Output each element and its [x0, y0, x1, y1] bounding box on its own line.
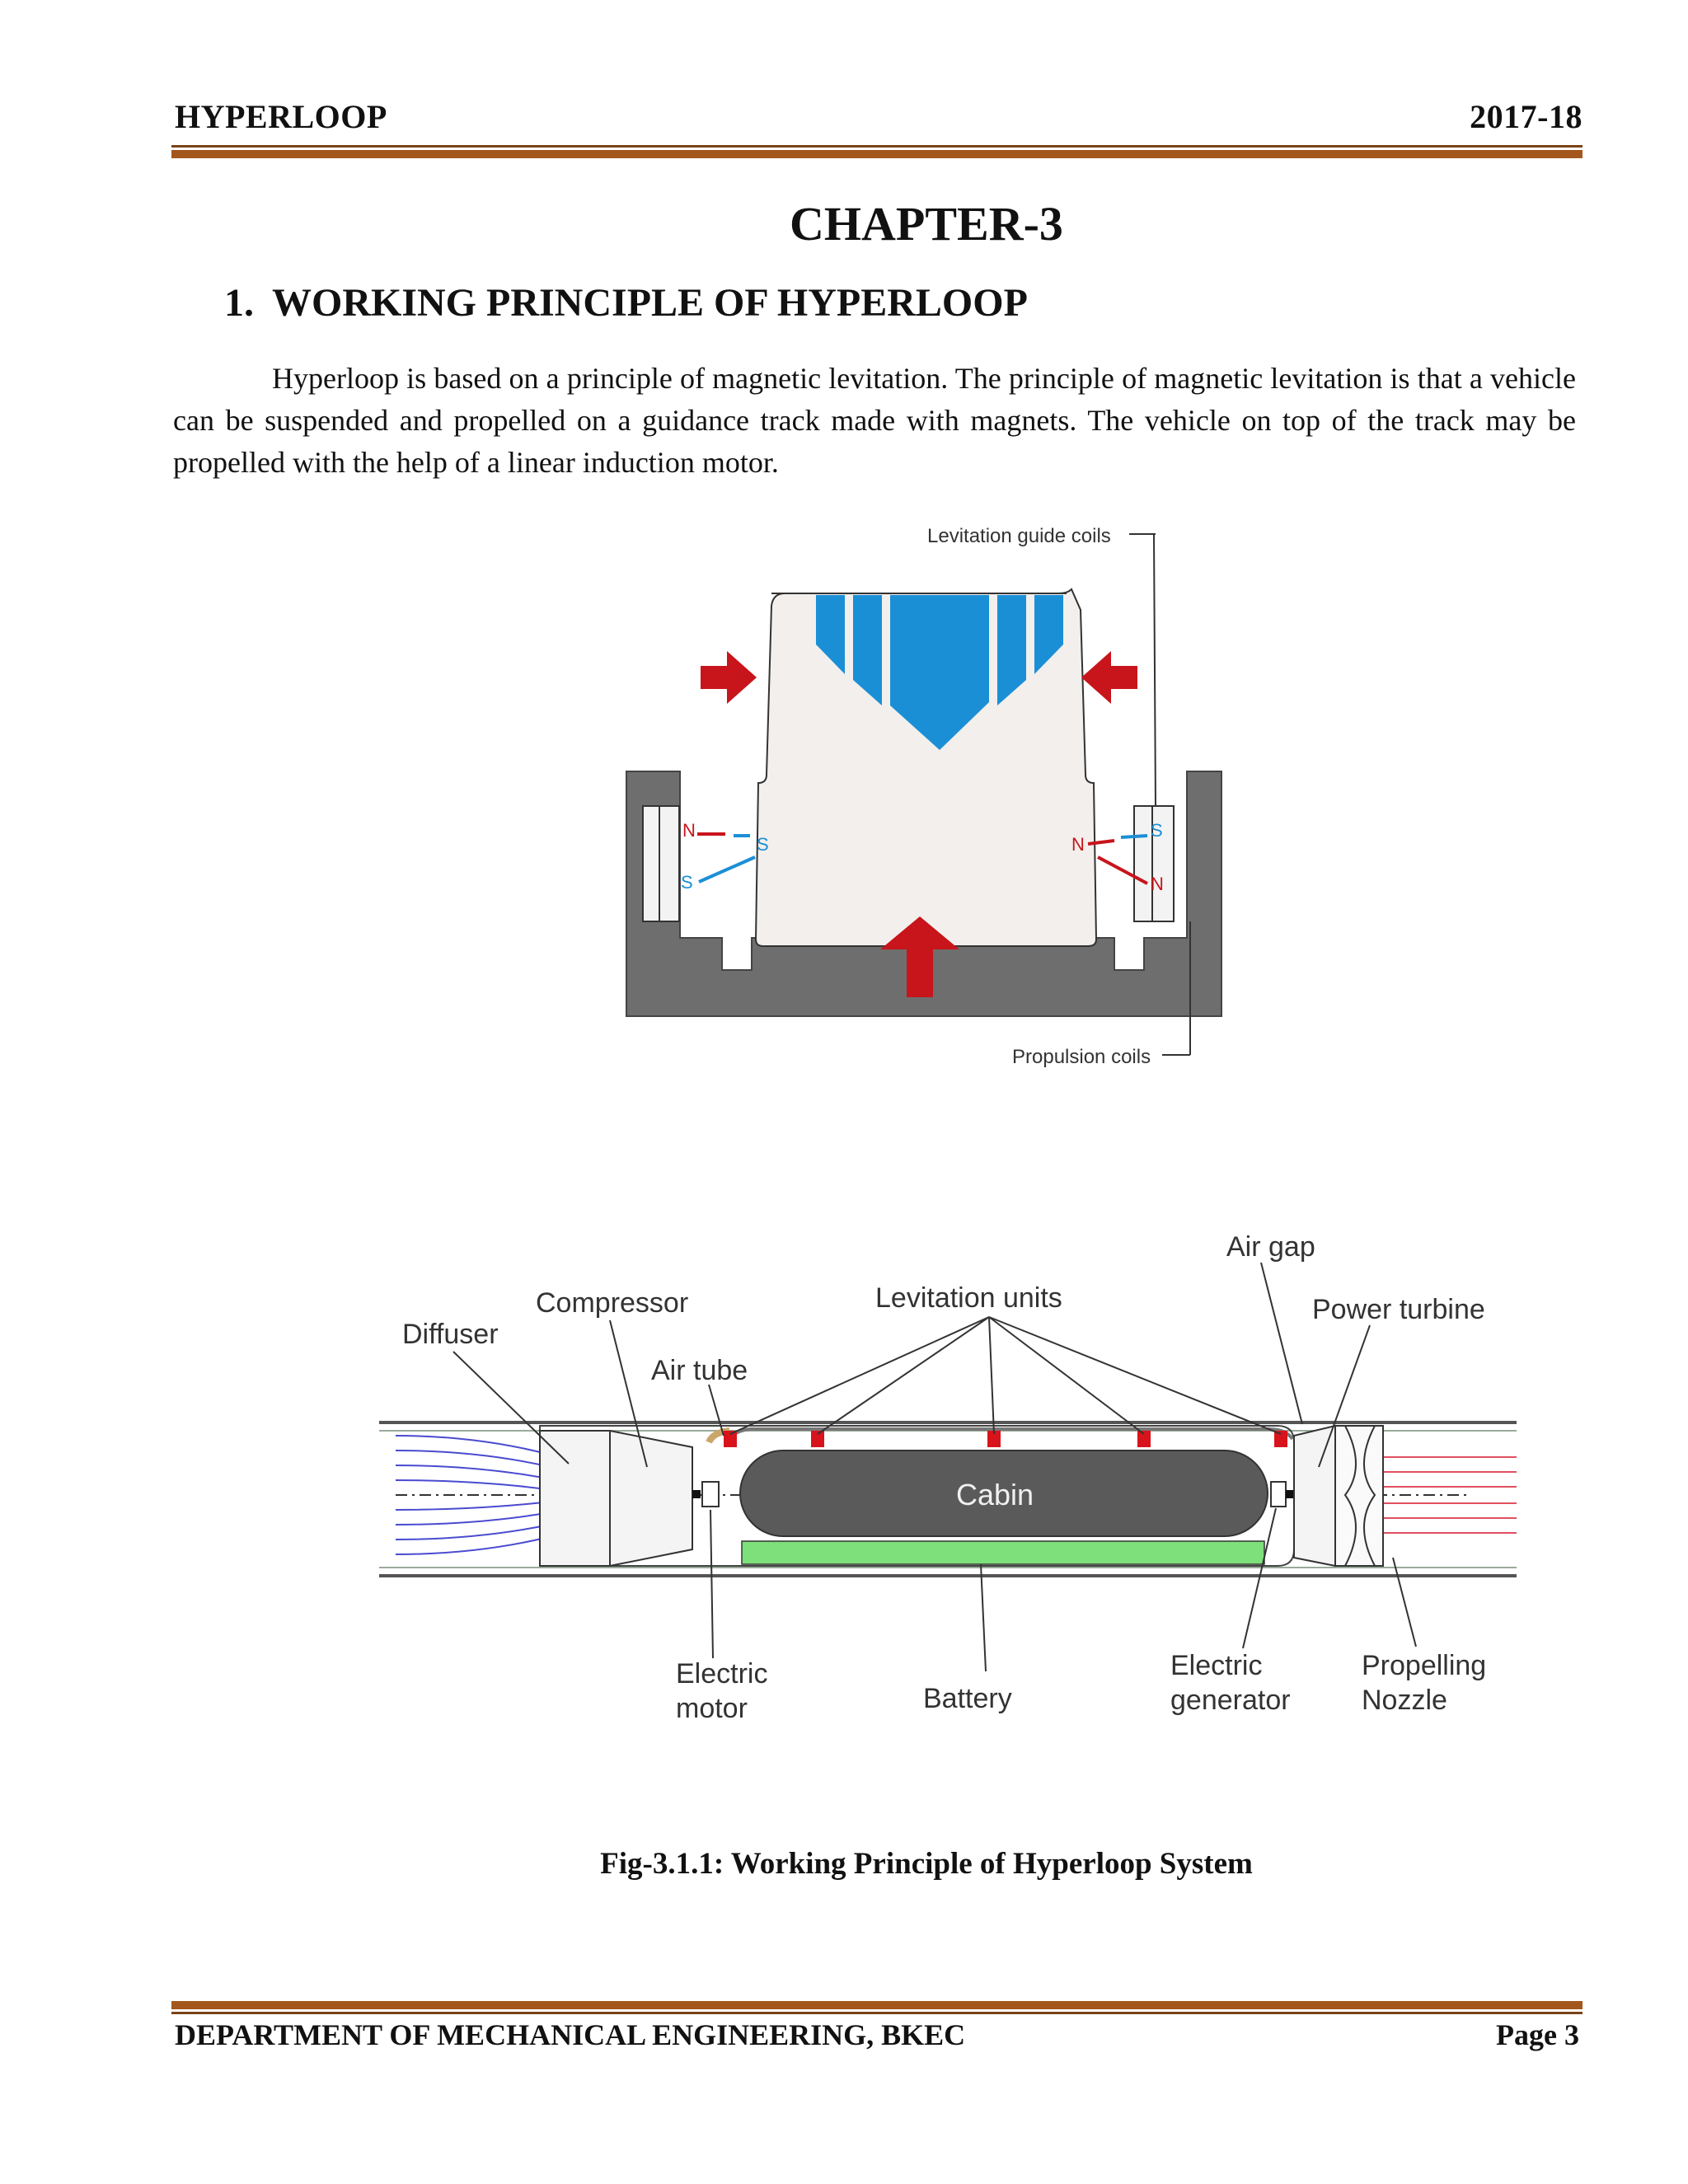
label-electric-motor-line1: Electric	[676, 1658, 767, 1690]
label-air-tube: Air tube	[651, 1355, 748, 1386]
levitation-unit	[1137, 1431, 1151, 1447]
battery	[741, 1540, 1265, 1565]
vehicle-stripe	[890, 595, 989, 750]
section-title: WORKING PRINCIPLE OF HYPERLOOP	[272, 281, 1028, 325]
vehicle-stripe	[997, 595, 1026, 705]
pole-n-left: N	[682, 820, 696, 841]
chapter-title: CHAPTER-3	[790, 197, 1063, 251]
leader-lines	[452, 1262, 1417, 1672]
compressor-body	[539, 1430, 693, 1567]
footer-rule-thin	[171, 2012, 1582, 2014]
header-year: 2017-18	[1470, 98, 1582, 135]
label-electric-motor-line2: motor	[676, 1693, 748, 1724]
left-force-arrow	[701, 651, 757, 704]
footer-page-number: Page 3	[1496, 2018, 1579, 2051]
levitation-coil-left	[642, 805, 680, 922]
right-force-arrow	[1081, 651, 1137, 704]
body-paragraph: Hyperloop is based on a principle of mag…	[173, 362, 1576, 479]
pole-s-left-upper: S	[757, 834, 769, 855]
section-number: 1.	[224, 281, 254, 325]
header-title: HYPERLOOP	[175, 98, 387, 135]
power-turbine-body	[1293, 1424, 1336, 1568]
label-battery: Battery	[923, 1683, 1012, 1714]
label-air-gap: Air gap	[1226, 1231, 1315, 1263]
label-propulsion-coils: Propulsion coils	[1012, 1046, 1151, 1068]
header-rule-thin	[171, 145, 1582, 148]
label-propelling-nozzle-line2: Nozzle	[1362, 1685, 1447, 1716]
label-diffuser: Diffuser	[402, 1319, 499, 1350]
pole-s-right: S	[1151, 820, 1163, 841]
pole-n-right-upper: N	[1071, 834, 1085, 855]
guide-coil-leader	[1153, 533, 1156, 807]
label-levitation-guide-coils: Levitation guide coils	[927, 525, 1111, 547]
cabin	[739, 1450, 1268, 1537]
figure-caption: Fig-3.1.1: Working Principle of Hyperloo…	[600, 1847, 1253, 1881]
levitation-unit	[811, 1431, 824, 1447]
lift-force-arrow	[880, 916, 959, 997]
maglev-cross-section-figure: N S S N S N Levitation guide coils Propu…	[626, 525, 1222, 1068]
electric-generator-box	[1270, 1481, 1287, 1507]
label-compressor: Compressor	[536, 1287, 688, 1319]
label-power-turbine: Power turbine	[1312, 1294, 1485, 1325]
electric-motor-box	[701, 1481, 720, 1507]
propelling-nozzle-body	[1334, 1425, 1384, 1567]
footer-department: DEPARTMENT OF MECHANICAL ENGINEERING, BK…	[175, 2018, 966, 2051]
cabin-label: Cabin	[956, 1478, 1034, 1511]
levitation-unit	[1274, 1431, 1287, 1447]
label-electric-generator-line1: Electric	[1170, 1650, 1262, 1681]
vehicle-stripe	[853, 595, 882, 705]
footer-rule-thick	[171, 2001, 1582, 2009]
section-heading: 1. WORKING PRINCIPLE OF HYPERLOOP	[224, 280, 1028, 326]
pole-n-right-lower: N	[1151, 874, 1164, 894]
vehicle-stripe	[816, 595, 845, 674]
hyperloop-pod-schematic: Cabin Diffuser Compressor Air tube Levit…	[379, 1231, 1517, 1724]
levitation-unit	[724, 1431, 737, 1447]
levitation-unit	[987, 1431, 1001, 1447]
header-rule-thick	[171, 150, 1582, 158]
vehicle-stripe	[1034, 595, 1063, 674]
label-levitation-units: Levitation units	[875, 1282, 1062, 1314]
label-electric-generator-line2: generator	[1170, 1685, 1291, 1716]
pole-s-left-lower: S	[681, 872, 693, 893]
label-propelling-nozzle-line1: Propelling	[1362, 1650, 1486, 1681]
